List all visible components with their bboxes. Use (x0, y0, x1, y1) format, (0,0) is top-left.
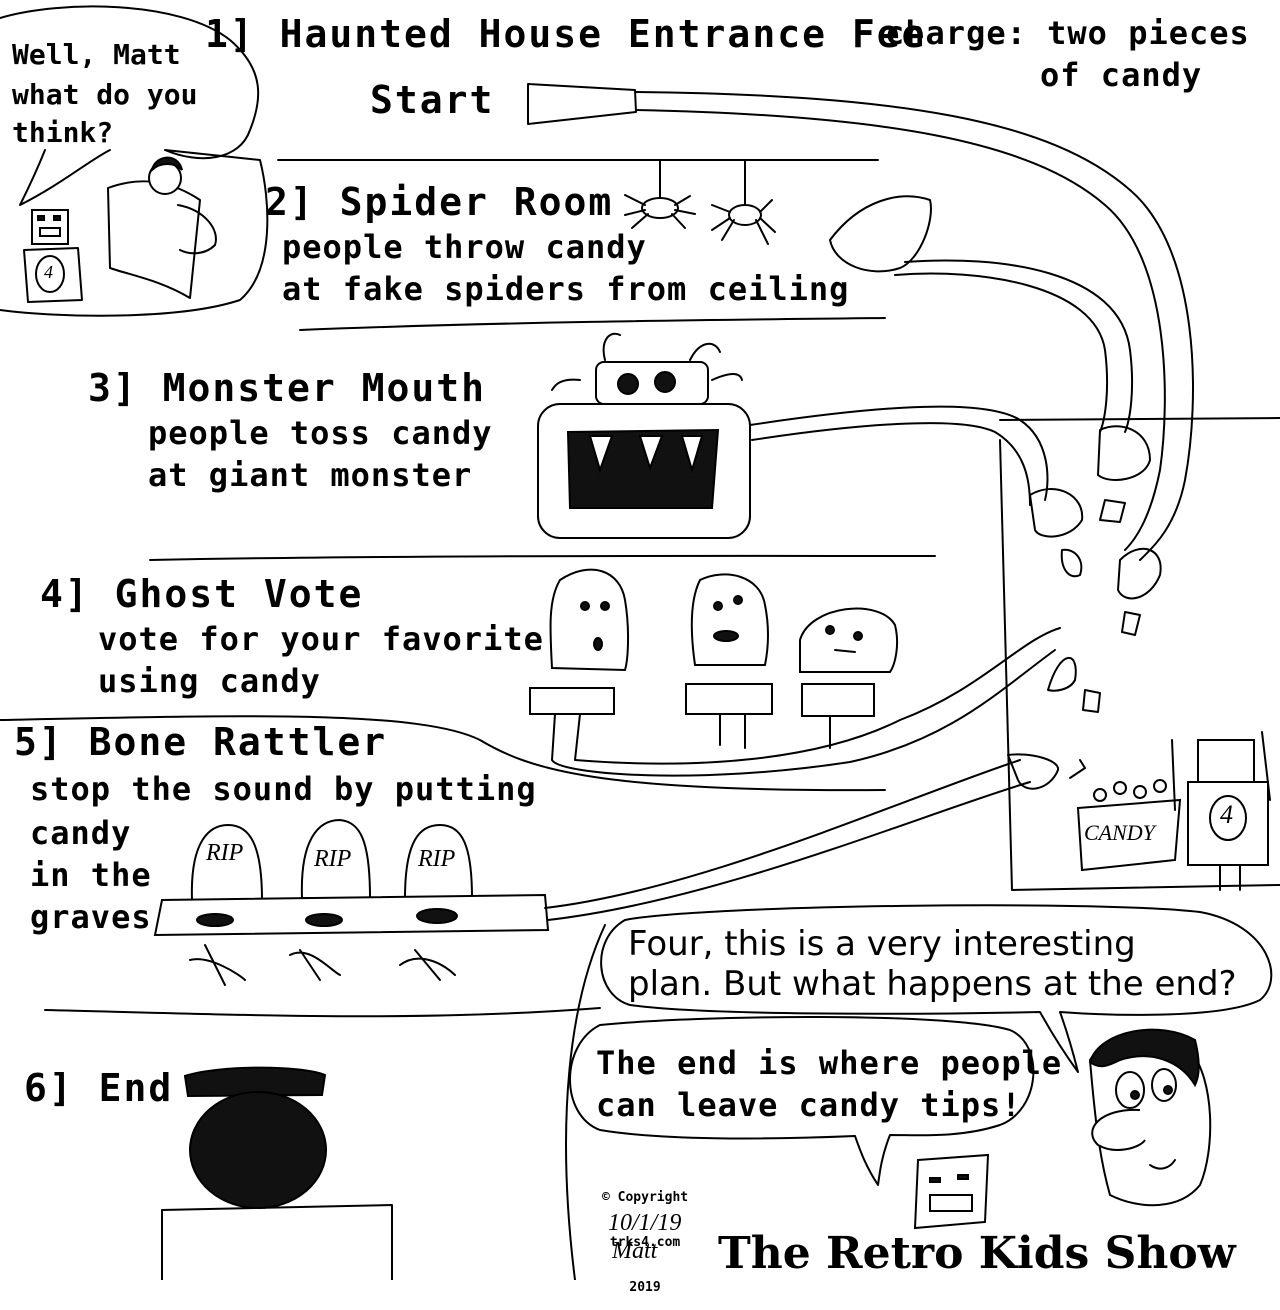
robot-badge-table: 4 (1220, 800, 1233, 829)
matt-figure (107, 180, 201, 299)
ghost-2 (690, 573, 769, 666)
table-edge (999, 417, 1280, 421)
show-title: The Retro Kids Show (718, 1228, 1236, 1279)
comic-artwork (0, 5, 1280, 1280)
ghost-pipes (551, 627, 1061, 777)
speech-top-left-1: Well, Matt (12, 38, 181, 71)
spider-2 (711, 159, 776, 245)
station-2-desc-1: people throw candy (282, 228, 647, 266)
robot-four-body (23, 247, 83, 303)
monster-tube (749, 405, 1049, 501)
speech-four-1: The end is where people (596, 1044, 1063, 1082)
start-funnel (527, 83, 637, 125)
robot-four-table (1171, 731, 1271, 891)
signature-date: 10/1/19 (608, 1210, 682, 1236)
station-1-title: 1] Haunted House Entrance Fee (205, 12, 927, 56)
robot-four-face (913, 1153, 990, 1230)
entrance-charge-line-2: of candy (1040, 56, 1203, 94)
speech-bubble-matt (600, 904, 1273, 1073)
end-cauldron (161, 1066, 393, 1280)
candy-cup (1117, 547, 1162, 600)
grave-pipe (544, 759, 1031, 921)
station-5-title: 5] Bone Rattler (14, 720, 388, 764)
divider-4 (0, 715, 886, 792)
copyright-line-3: 2019 (629, 1280, 661, 1295)
ghost-3 (799, 607, 899, 673)
candy-box (1069, 759, 1182, 872)
spider-funnel (829, 195, 932, 273)
grave-label-3: RIP (418, 846, 456, 872)
candy-box-label: CANDY (1084, 820, 1155, 845)
robot-badge-small: 4 (44, 262, 53, 282)
ghost-box-2 (685, 683, 773, 715)
ghost-box-1 (529, 687, 615, 715)
speech-top-left-3: think? (12, 116, 114, 149)
station-5-desc-4: graves (30, 898, 152, 936)
station-3-title: 3] Monster Mouth (88, 366, 487, 410)
entrance-charge-line-1: charge: two pieces (885, 14, 1250, 52)
matt-face (1088, 1028, 1212, 1207)
speech-four-2: can leave candy tips! (596, 1086, 1022, 1124)
copyright-line-2: trks4.com (609, 1235, 681, 1250)
start-label: Start (370, 78, 495, 122)
station-5-desc-1: stop the sound by putting (30, 770, 537, 808)
station-4-desc-1: vote for your favorite (98, 620, 544, 658)
speech-bubble-top-left (0, 5, 269, 317)
station-3-desc-2: at giant monster (148, 456, 473, 494)
spider-1 (624, 159, 696, 229)
entrance-tube (635, 91, 1194, 561)
panel-border (565, 924, 606, 1280)
monster (537, 332, 751, 539)
station-2-desc-2: at fake spiders from ceiling (282, 270, 850, 308)
table-leg (999, 439, 1280, 891)
divider-3 (149, 554, 936, 561)
station-5-desc-2: candy (30, 814, 132, 852)
station-4-title: 4] Ghost Vote (40, 572, 364, 616)
station-4-desc-2: using candy (98, 662, 321, 700)
station-3-desc-1: people toss candy (148, 414, 493, 452)
ghost-1 (549, 568, 630, 672)
speech-bubble-four (569, 1015, 1035, 1186)
speech-matt-1: Four, this is a very interesting (628, 924, 1136, 964)
station-6-title: 6] End (24, 1066, 174, 1110)
divider-5 (44, 1007, 601, 1018)
graves (153, 818, 550, 986)
speech-matt-2: plan. But what happens at the end? (628, 964, 1237, 1004)
grave-label-1: RIP (206, 840, 244, 866)
divider-2 (299, 317, 886, 331)
station-2-title: 2] Spider Room (265, 180, 614, 224)
copyright-line-1: © Copyright (602, 1190, 689, 1205)
signature-name: Matt (612, 1238, 658, 1264)
station-5-desc-3: in the (30, 856, 152, 894)
speech-top-left-2: what do you (12, 78, 198, 111)
grave-label-2: RIP (314, 846, 352, 872)
ghost-box-3 (801, 683, 875, 717)
